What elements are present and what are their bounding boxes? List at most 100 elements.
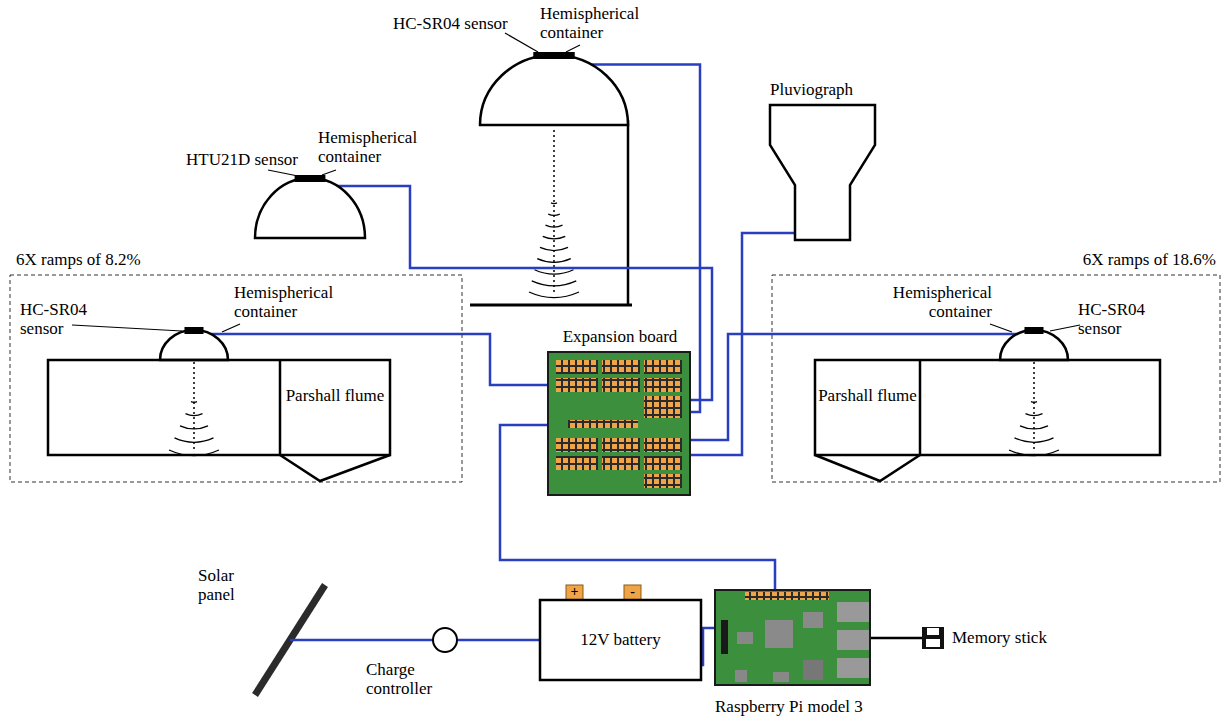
- hemispherical-container: Hemispherical container: [255, 178, 365, 238]
- pi-component: [803, 612, 823, 628]
- node-label: 6X ramps of 18.6%: [996, 250, 1216, 269]
- pin-header: [644, 396, 682, 410]
- pin-header: [568, 420, 638, 428]
- charge-controller-outline: [433, 628, 457, 652]
- pi-component: [735, 670, 747, 682]
- sensor-chip: [295, 175, 326, 182]
- pi-component: [837, 630, 869, 650]
- pin-header: [644, 410, 682, 418]
- memory-stick: Memory stick: [922, 627, 944, 649]
- hemispherical-container-outline: [255, 178, 365, 238]
- pi-component: [773, 672, 789, 682]
- pin-header: [644, 474, 682, 488]
- pi-component: [837, 658, 869, 678]
- flume-divider: [919, 360, 922, 455]
- node-label: Pluviograph: [770, 80, 890, 99]
- wave-arc: [546, 225, 563, 227]
- solar-panel-outline: [250, 580, 330, 700]
- wave-arc: [1020, 426, 1048, 429]
- charge-controller: Charge controller: [433, 628, 457, 652]
- pin-header: [556, 456, 598, 470]
- pin-header: [602, 456, 640, 470]
- wave-arc: [535, 270, 574, 274]
- pi-component: [803, 660, 823, 680]
- pi-component: [721, 620, 728, 654]
- sensor-chip: [184, 327, 203, 334]
- hemispherical-container: Hemispherical container: [160, 330, 228, 360]
- flume-body: [815, 360, 1160, 455]
- pi-component: [837, 602, 869, 622]
- pluviograph: Pluviograph: [770, 105, 875, 240]
- wave-arc: [543, 236, 566, 239]
- pin-header: [556, 378, 598, 392]
- flume-throat: [280, 455, 390, 481]
- floppy-shutter: [927, 628, 939, 635]
- battery-terminal: [566, 585, 583, 600]
- sensor-stand: [627, 120, 630, 305]
- wire: [338, 186, 713, 400]
- ramp-group: 6X ramps of 18.6%Hemispherical container…: [772, 275, 1220, 482]
- memory-stick-outline: [922, 627, 944, 649]
- wave-axis: [1033, 362, 1035, 450]
- node-label: Hemispherical container: [540, 4, 650, 42]
- node-label: Raspberry Pi model 3: [715, 697, 955, 716]
- raspberry-pi-outline: [715, 590, 870, 685]
- hemispherical-container-outline: [1000, 330, 1068, 360]
- wave-arc: [1031, 401, 1037, 403]
- wire: [690, 334, 1017, 440]
- wave-arc: [1015, 438, 1054, 442]
- terminal-sign: +: [566, 584, 583, 599]
- dome: [1000, 330, 1068, 360]
- wave-arc: [180, 426, 208, 429]
- node-label: Parshall flume: [815, 386, 920, 405]
- node-label: Hemispherical container: [318, 128, 428, 166]
- node-label: Solar panel: [198, 566, 254, 604]
- pin-header: [602, 360, 640, 374]
- wave-arc: [537, 259, 571, 263]
- panel-lead: [290, 639, 330, 642]
- flume-body: [48, 360, 390, 455]
- wave-arc: [175, 438, 214, 442]
- dashed-frame: [772, 275, 1220, 482]
- sensor-label: HTU21D sensor: [186, 150, 311, 169]
- pin-header: [602, 378, 640, 392]
- sensor-label: HC-SR04 sensor: [393, 14, 523, 33]
- node-label: Hemispherical container: [880, 283, 992, 321]
- wave-arc: [186, 414, 203, 416]
- pin-header: [644, 438, 682, 452]
- pcb: [715, 590, 870, 685]
- node-label: 6X ramps of 8.2%: [16, 250, 226, 269]
- pin-header: [602, 438, 640, 452]
- wave-arc: [540, 247, 568, 250]
- floppy-body: [922, 627, 944, 649]
- node-label: Hemispherical container: [234, 283, 344, 321]
- funnel: [770, 105, 875, 240]
- leader-lines: [72, 33, 1080, 332]
- flume-divider: [279, 360, 282, 455]
- dashed-frame: [10, 275, 462, 482]
- hemispherical-container: Hemispherical container: [1000, 330, 1068, 360]
- raspberry-pi: Raspberry Pi model 3: [715, 590, 870, 685]
- battery: 12V battery: [540, 600, 701, 680]
- controller-circle: [433, 628, 457, 652]
- wave-axis: [193, 362, 195, 450]
- wave-arc: [532, 281, 577, 286]
- sensor-label: HC-SR04 sensor: [20, 300, 95, 338]
- hemispherical-container-outline: [480, 55, 628, 125]
- expansion-board: Expansion board: [548, 352, 690, 495]
- node-label: Expansion board: [530, 327, 710, 346]
- wave-arc: [551, 202, 557, 204]
- pin-header: [644, 378, 682, 392]
- node-label: Charge controller: [366, 660, 458, 698]
- wave-arc: [1026, 414, 1043, 416]
- wire: [690, 233, 795, 455]
- floppy-label: [926, 639, 940, 647]
- hemispherical-container: Hemispherical container: [480, 55, 628, 125]
- sensor-chip: [533, 52, 574, 59]
- dome: [480, 55, 628, 125]
- pcb: [548, 352, 690, 495]
- wave-arc: [191, 401, 197, 403]
- node-label: 12V battery: [540, 630, 701, 649]
- hemispherical-container-outline: [160, 330, 228, 360]
- pin-header: [556, 360, 598, 374]
